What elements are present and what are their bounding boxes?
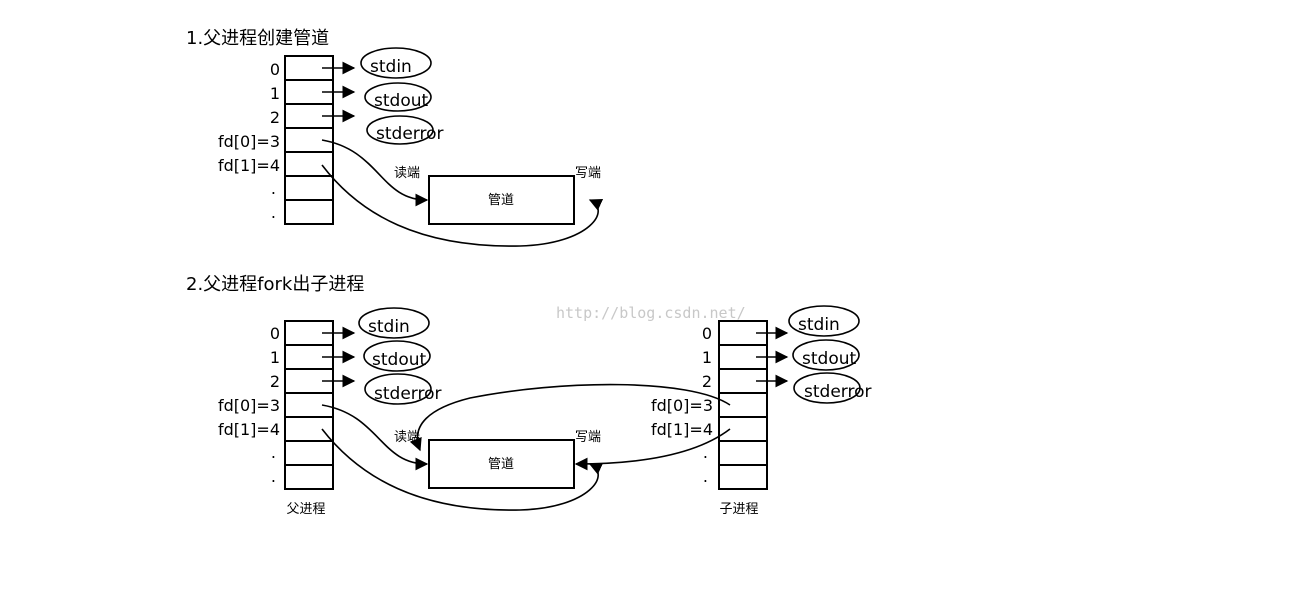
fd0-to-read-end-arrow <box>321 139 429 207</box>
stdout-ellipse <box>364 82 432 112</box>
child-fd0-to-read-end-arrow <box>409 383 731 452</box>
fd-label-4: fd[1]=4 <box>218 156 280 175</box>
stdin-label: stdin <box>798 315 840 335</box>
stderror-ellipse <box>366 115 434 145</box>
fd-label-3: fd[0]=3 <box>218 132 280 151</box>
stdout-label: stdout <box>802 349 856 369</box>
pipe-box <box>428 175 575 225</box>
fd-label-1: 1 <box>270 84 280 103</box>
stdin-ellipse <box>788 305 860 337</box>
fd1-to-write-end-arrow <box>321 164 604 247</box>
fd-table-frame <box>718 320 768 490</box>
fd-label-dot: . <box>271 203 276 222</box>
stderror-label: stderror <box>804 382 871 402</box>
pipe-label: 管道 <box>488 193 514 208</box>
stdin-ellipse <box>358 307 430 339</box>
section-1: 1.父进程创建管道 0 1 2 fd[0]=3 fd[1]=4 . . stdi… <box>186 28 604 247</box>
child-fd-table: 0 1 2 fd[0]=3 fd[1]=4 . . 子进程 <box>651 320 768 517</box>
stderror-label: stderror <box>374 384 441 404</box>
section-2: 2.父进程fork出子进程 0 1 2 fd[0]=3 fd[1]=4 . . … <box>186 274 871 517</box>
fd-label-3: fd[0]=3 <box>218 396 280 415</box>
fd-label-2: 2 <box>270 372 280 391</box>
stdout-ellipse <box>363 340 431 372</box>
read-end-label: 读端 <box>394 430 420 445</box>
stdout-label: stdout <box>374 91 428 111</box>
pipe-box <box>428 439 575 489</box>
stdin-ellipse <box>360 47 432 79</box>
stderror-label: stderror <box>376 124 443 144</box>
write-end-label: 写端 <box>575 166 601 181</box>
section-1-fd-table: 0 1 2 fd[0]=3 fd[1]=4 . . <box>218 55 334 225</box>
fd-label-0: 0 <box>702 324 712 343</box>
fd-label-dot: . <box>271 443 276 462</box>
fd-label-1: 1 <box>270 348 280 367</box>
parent-fd0-to-read-end-arrow <box>321 404 429 471</box>
child-fd1-to-write-end-arrow <box>574 428 731 471</box>
fd-label-dot: . <box>703 443 708 462</box>
stderror-ellipse <box>793 372 861 404</box>
fd-label-0: 0 <box>270 60 280 79</box>
fd-label-0: 0 <box>270 324 280 343</box>
fd-label-2: 2 <box>270 108 280 127</box>
fd-label-4: fd[1]=4 <box>651 420 713 439</box>
fd-label-dot: . <box>271 179 276 198</box>
section-1-title: 1.父进程创建管道 <box>186 28 329 49</box>
read-end-label: 读端 <box>394 166 420 181</box>
section-2-title: 2.父进程fork出子进程 <box>186 274 364 295</box>
child-caption: 子进程 <box>719 502 758 517</box>
parent-fd1-to-write-end-arrow <box>321 428 604 511</box>
fd-label-dot: . <box>703 467 708 486</box>
stderror-ellipse <box>364 373 432 405</box>
pipe-label: 管道 <box>488 457 514 472</box>
parent-fd-table: 0 1 2 fd[0]=3 fd[1]=4 . . 父进程 <box>218 320 334 517</box>
watermark: http://blog.csdn.net/ <box>556 304 746 322</box>
write-end-label: 写端 <box>575 430 601 445</box>
fd-label-4: fd[1]=4 <box>218 420 280 439</box>
stdout-label: stdout <box>372 350 426 370</box>
stdin-label: stdin <box>370 57 412 77</box>
parent-caption: 父进程 <box>286 502 325 517</box>
fd-label-dot: . <box>271 467 276 486</box>
fd-label-1: 1 <box>702 348 712 367</box>
fd-label-3: fd[0]=3 <box>651 396 713 415</box>
fd-label-2: 2 <box>702 372 712 391</box>
stdout-ellipse <box>792 339 860 371</box>
stdin-label: stdin <box>368 317 410 337</box>
